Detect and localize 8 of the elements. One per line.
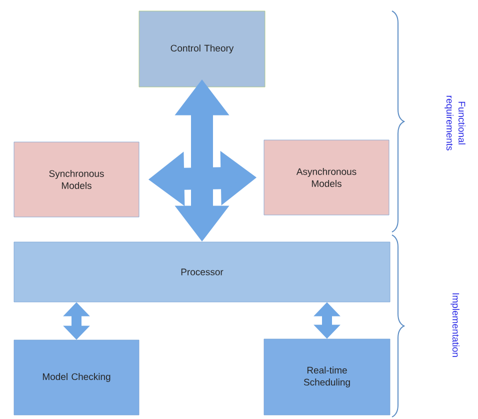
process-bar: Processor [14,242,390,302]
process-box: Model Checking [14,340,140,416]
process-box: Real-time Scheduling [264,338,390,416]
process-box: Asynchronous Models [264,140,390,216]
side-label: Implementation [450,293,460,357]
side-label: Functional requirements [444,96,466,150]
process-box: Synchronous Models [14,142,140,218]
process-box: Control Theory [138,10,266,88]
